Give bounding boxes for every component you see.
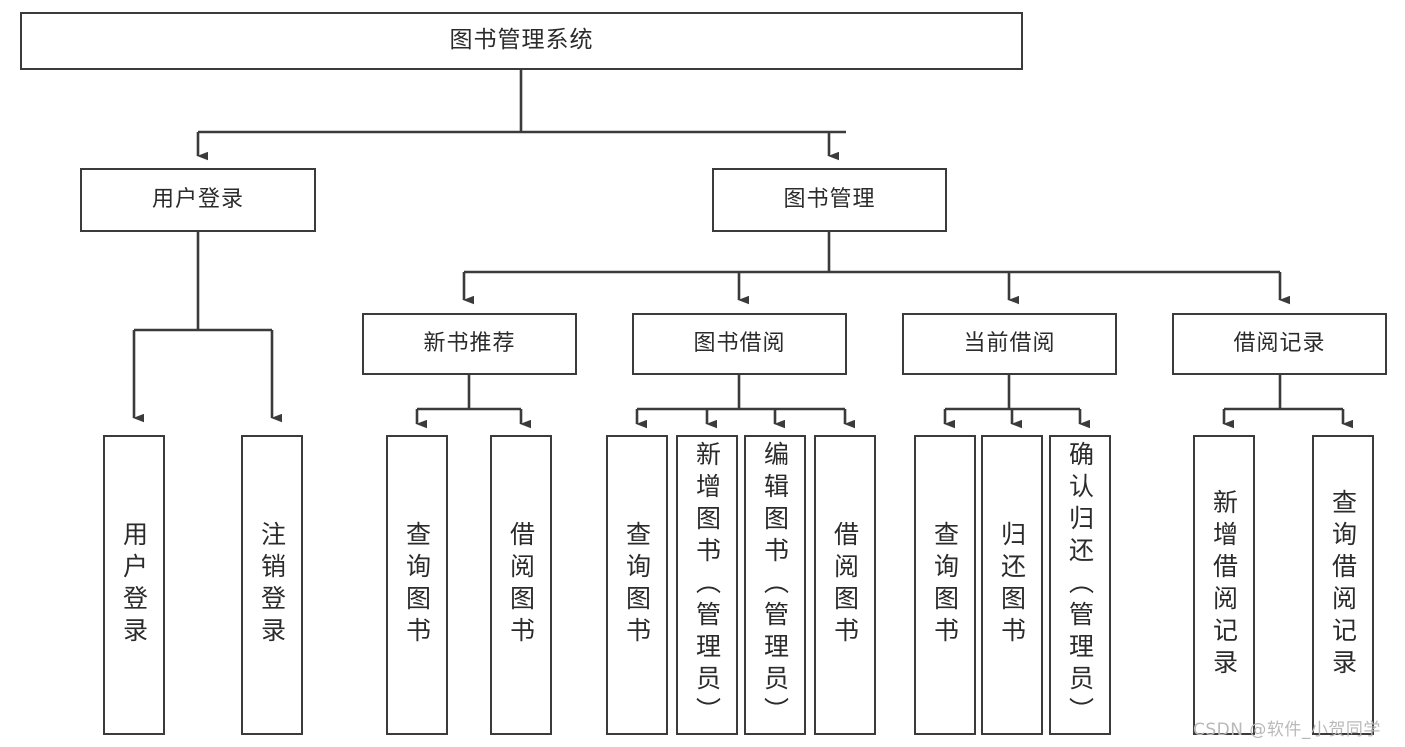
node-label: 借阅图书 — [830, 521, 860, 649]
node-leaf-query-book-2[interactable]: 查询图书 — [606, 435, 668, 735]
node-label: 注销登录 — [257, 521, 287, 649]
node-label: 查询图书 — [402, 521, 432, 649]
node-borrow-record[interactable]: 借阅记录 — [1172, 313, 1387, 375]
node-user-login[interactable]: 用户登录 — [80, 168, 316, 232]
node-label: 确认归还（管理员） — [1065, 441, 1095, 729]
node-label: 用户登录 — [119, 521, 149, 649]
node-leaf-borrow-book-1[interactable]: 借阅图书 — [490, 435, 552, 735]
node-leaf-query-book-1[interactable]: 查询图书 — [386, 435, 448, 735]
node-new-book-recommend[interactable]: 新书推荐 — [362, 313, 577, 375]
node-book-manage[interactable]: 图书管理 — [712, 168, 947, 232]
node-label: 用户登录 — [151, 187, 244, 213]
node-root-system[interactable]: 图书管理系统 — [20, 12, 1023, 70]
node-leaf-add-record[interactable]: 新增借阅记录 — [1193, 435, 1255, 735]
node-leaf-user-login[interactable]: 用户登录 — [103, 435, 165, 735]
node-leaf-edit-book[interactable]: 编辑图书（管理员） — [744, 435, 806, 735]
node-current-borrow[interactable]: 当前借阅 — [902, 313, 1117, 375]
node-label: 图书借阅 — [693, 331, 786, 357]
node-book-borrow[interactable]: 图书借阅 — [632, 313, 847, 375]
node-label: 借阅记录 — [1233, 331, 1326, 357]
node-leaf-return-book[interactable]: 归还图书 — [981, 435, 1043, 735]
node-label: 查询图书 — [622, 521, 652, 649]
node-label: 新增图书（管理员） — [692, 441, 722, 729]
node-leaf-user-logout[interactable]: 注销登录 — [241, 435, 303, 735]
node-leaf-borrow-book-2[interactable]: 借阅图书 — [814, 435, 876, 735]
node-label: 查询借阅记录 — [1328, 489, 1358, 681]
node-leaf-query-record[interactable]: 查询借阅记录 — [1312, 435, 1374, 735]
node-label: 归还图书 — [997, 521, 1027, 649]
node-leaf-confirm-return[interactable]: 确认归还（管理员） — [1049, 435, 1111, 735]
node-label: 当前借阅 — [963, 331, 1056, 357]
node-label: 新书推荐 — [423, 331, 516, 357]
csdn-watermark: CSDN @软件_小贺同学 — [1193, 720, 1381, 740]
node-leaf-query-book-3[interactable]: 查询图书 — [914, 435, 976, 735]
node-label: 图书管理 — [783, 187, 876, 213]
node-leaf-add-book[interactable]: 新增图书（管理员） — [676, 435, 738, 735]
node-label: 查询图书 — [930, 521, 960, 649]
node-label: 编辑图书（管理员） — [760, 441, 790, 729]
node-label: 图书管理系统 — [449, 27, 594, 54]
node-label: 新增借阅记录 — [1209, 489, 1239, 681]
node-label: 借阅图书 — [506, 521, 536, 649]
